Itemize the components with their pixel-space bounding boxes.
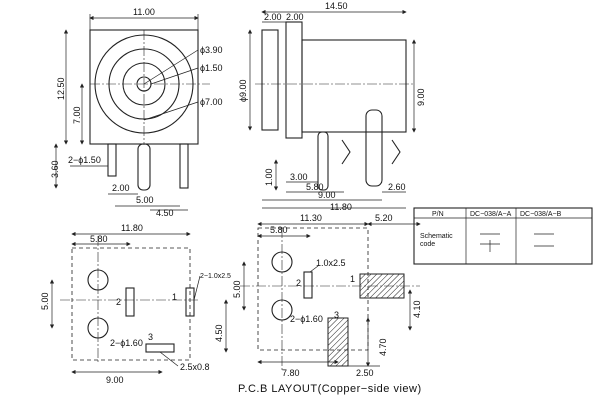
front-pin-spacing-b-label: 5.00 bbox=[136, 195, 154, 205]
bottom-hole-dia-label: 2−ϕ1.60 bbox=[110, 338, 143, 348]
side-flange-a-label: 2.00 bbox=[264, 12, 282, 22]
pcb-width-label: 11.30 bbox=[300, 213, 322, 223]
pcb-length-label: 7.80 bbox=[282, 368, 300, 378]
table-row-label-2: code bbox=[420, 241, 435, 248]
bottom-height-label: 5.00 bbox=[40, 292, 50, 310]
side-dim-900-label: 9.00 bbox=[318, 190, 336, 200]
table-header-2: DC−038/A−A bbox=[470, 211, 512, 218]
schematic-table bbox=[413, 207, 593, 265]
table-header-3: DC−038/A−B bbox=[520, 211, 562, 218]
pcb-pad-3 bbox=[327, 317, 349, 367]
side-view bbox=[247, 9, 417, 209]
bottom-pin-3-label: 3 bbox=[148, 332, 153, 342]
pcb-pin-2-label: 2 bbox=[296, 278, 301, 288]
side-flange-b-label: 2.00 bbox=[286, 12, 304, 22]
pcb-pin-1-label: 1 bbox=[350, 274, 355, 284]
front-pin-spacing-c-label: 4.50 bbox=[156, 208, 174, 218]
table-header-1: P/N bbox=[432, 211, 444, 218]
table-row-label-1: Schematic bbox=[420, 233, 453, 240]
front-height-label: 12.50 bbox=[56, 77, 66, 100]
front-width-label: 11.00 bbox=[133, 7, 155, 17]
side-dim-260-label: 2.60 bbox=[388, 182, 406, 192]
side-height-right-label: 9.00 bbox=[416, 88, 426, 106]
side-dim-3-label: 3.00 bbox=[290, 172, 308, 182]
pcb-pad-1 bbox=[359, 273, 405, 299]
front-pin-height-label: 3.60 bbox=[50, 160, 60, 178]
bottom-dim-450-label: 4.50 bbox=[214, 324, 224, 342]
bottom-pin-2-label: 2 bbox=[116, 297, 121, 307]
bottom-slot-1-label: 2−1.0x2.5 bbox=[200, 273, 231, 280]
pcb-pad-width-label: 4.10 bbox=[412, 300, 422, 318]
front-hole-d1-label: ϕ3.90 bbox=[200, 45, 223, 55]
pcb-slot-2-label: 1.0x2.5 bbox=[316, 258, 346, 268]
front-hole-d2-label: ϕ1.50 bbox=[200, 63, 223, 73]
front-view bbox=[53, 14, 210, 211]
bottom-slot-3-label: 2.5x0.8 bbox=[180, 362, 210, 372]
front-center-offset-label: 7.00 bbox=[72, 106, 82, 124]
bottom-length-label: 9.00 bbox=[106, 375, 124, 385]
pcb-pad-height-label: 4.70 bbox=[378, 338, 388, 356]
pcb-pad-gap-label: 2.50 bbox=[356, 368, 374, 378]
bottom-width-label: 11.80 bbox=[121, 223, 143, 233]
pcb-layout bbox=[240, 221, 421, 370]
side-body-dia-label: ϕ9.00 bbox=[238, 79, 248, 102]
pcb-height-label: 5.00 bbox=[232, 280, 242, 298]
bottom-view bbox=[49, 231, 229, 375]
front-pin-dia-label: 2−ϕ1.50 bbox=[68, 155, 101, 165]
pcb-pin-3-label: 3 bbox=[334, 310, 339, 320]
bottom-pin-1-label: 1 bbox=[172, 292, 177, 302]
bottom-offset-label: 5.80 bbox=[90, 234, 108, 244]
side-dim-580-label: 5.80 bbox=[306, 182, 324, 192]
pcb-extension-label: 5.20 bbox=[375, 213, 393, 223]
side-dim-1180-label: 11.80 bbox=[330, 202, 352, 212]
pcb-caption: P.C.B LAYOUT(Copper−side view) bbox=[238, 383, 422, 395]
pcb-offset-label: 5.80 bbox=[270, 225, 288, 235]
side-overall-length-label: 14.50 bbox=[325, 1, 348, 11]
front-hole-d3-label: ϕ7.00 bbox=[200, 97, 223, 107]
side-pin-offset-label: 1.00 bbox=[264, 168, 274, 186]
pcb-hole-dia-label: 2−ϕ1.60 bbox=[290, 314, 323, 324]
front-pin-spacing-a-label: 2.00 bbox=[112, 183, 130, 193]
